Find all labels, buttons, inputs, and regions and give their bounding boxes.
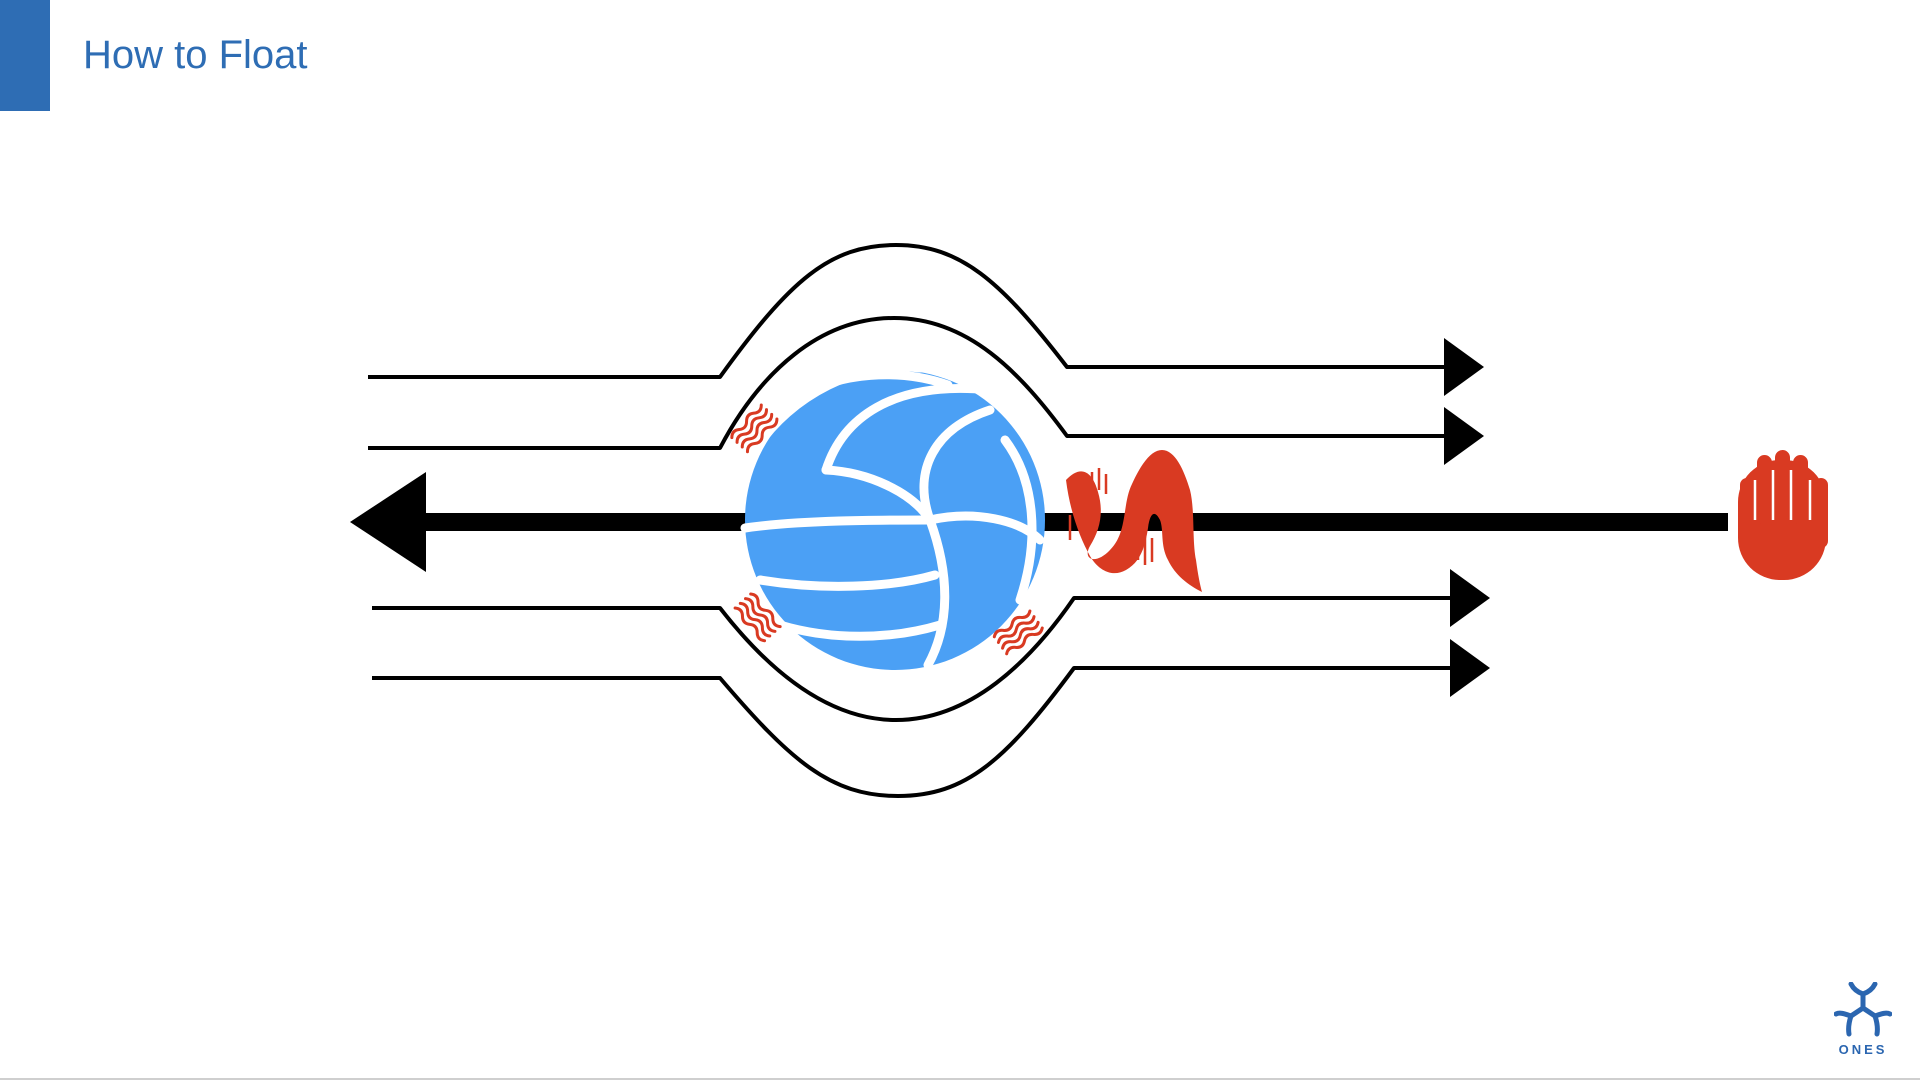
turbulence-wake	[1066, 450, 1202, 592]
volleyball-icon	[740, 362, 1045, 670]
stop-hand-icon	[1738, 450, 1828, 580]
arrowhead-bottom-outer	[1450, 639, 1490, 697]
ones-logo: ONES	[1820, 980, 1906, 1060]
ones-logo-icon	[1834, 982, 1892, 1037]
arrowhead-top-inner	[1444, 407, 1484, 465]
airflow-lines	[368, 243, 1456, 798]
arrowhead-bottom-inner	[1450, 569, 1490, 627]
slide-title: How to Float	[83, 33, 308, 77]
motion-arrowhead	[350, 472, 426, 572]
arrowhead-top-outer	[1444, 338, 1484, 396]
title-accent-bar	[0, 0, 50, 111]
streamline-arrowheads	[1444, 338, 1490, 697]
friction-marks	[730, 403, 1044, 656]
bottom-rule	[0, 1078, 1920, 1080]
streamline-top-outer	[368, 243, 1450, 379]
streamline-bottom-inner	[372, 596, 1456, 722]
streamline-top-inner	[368, 316, 1450, 450]
ones-logo-text: ONES	[1838, 1042, 1888, 1057]
streamline-bottom-outer	[372, 666, 1456, 798]
